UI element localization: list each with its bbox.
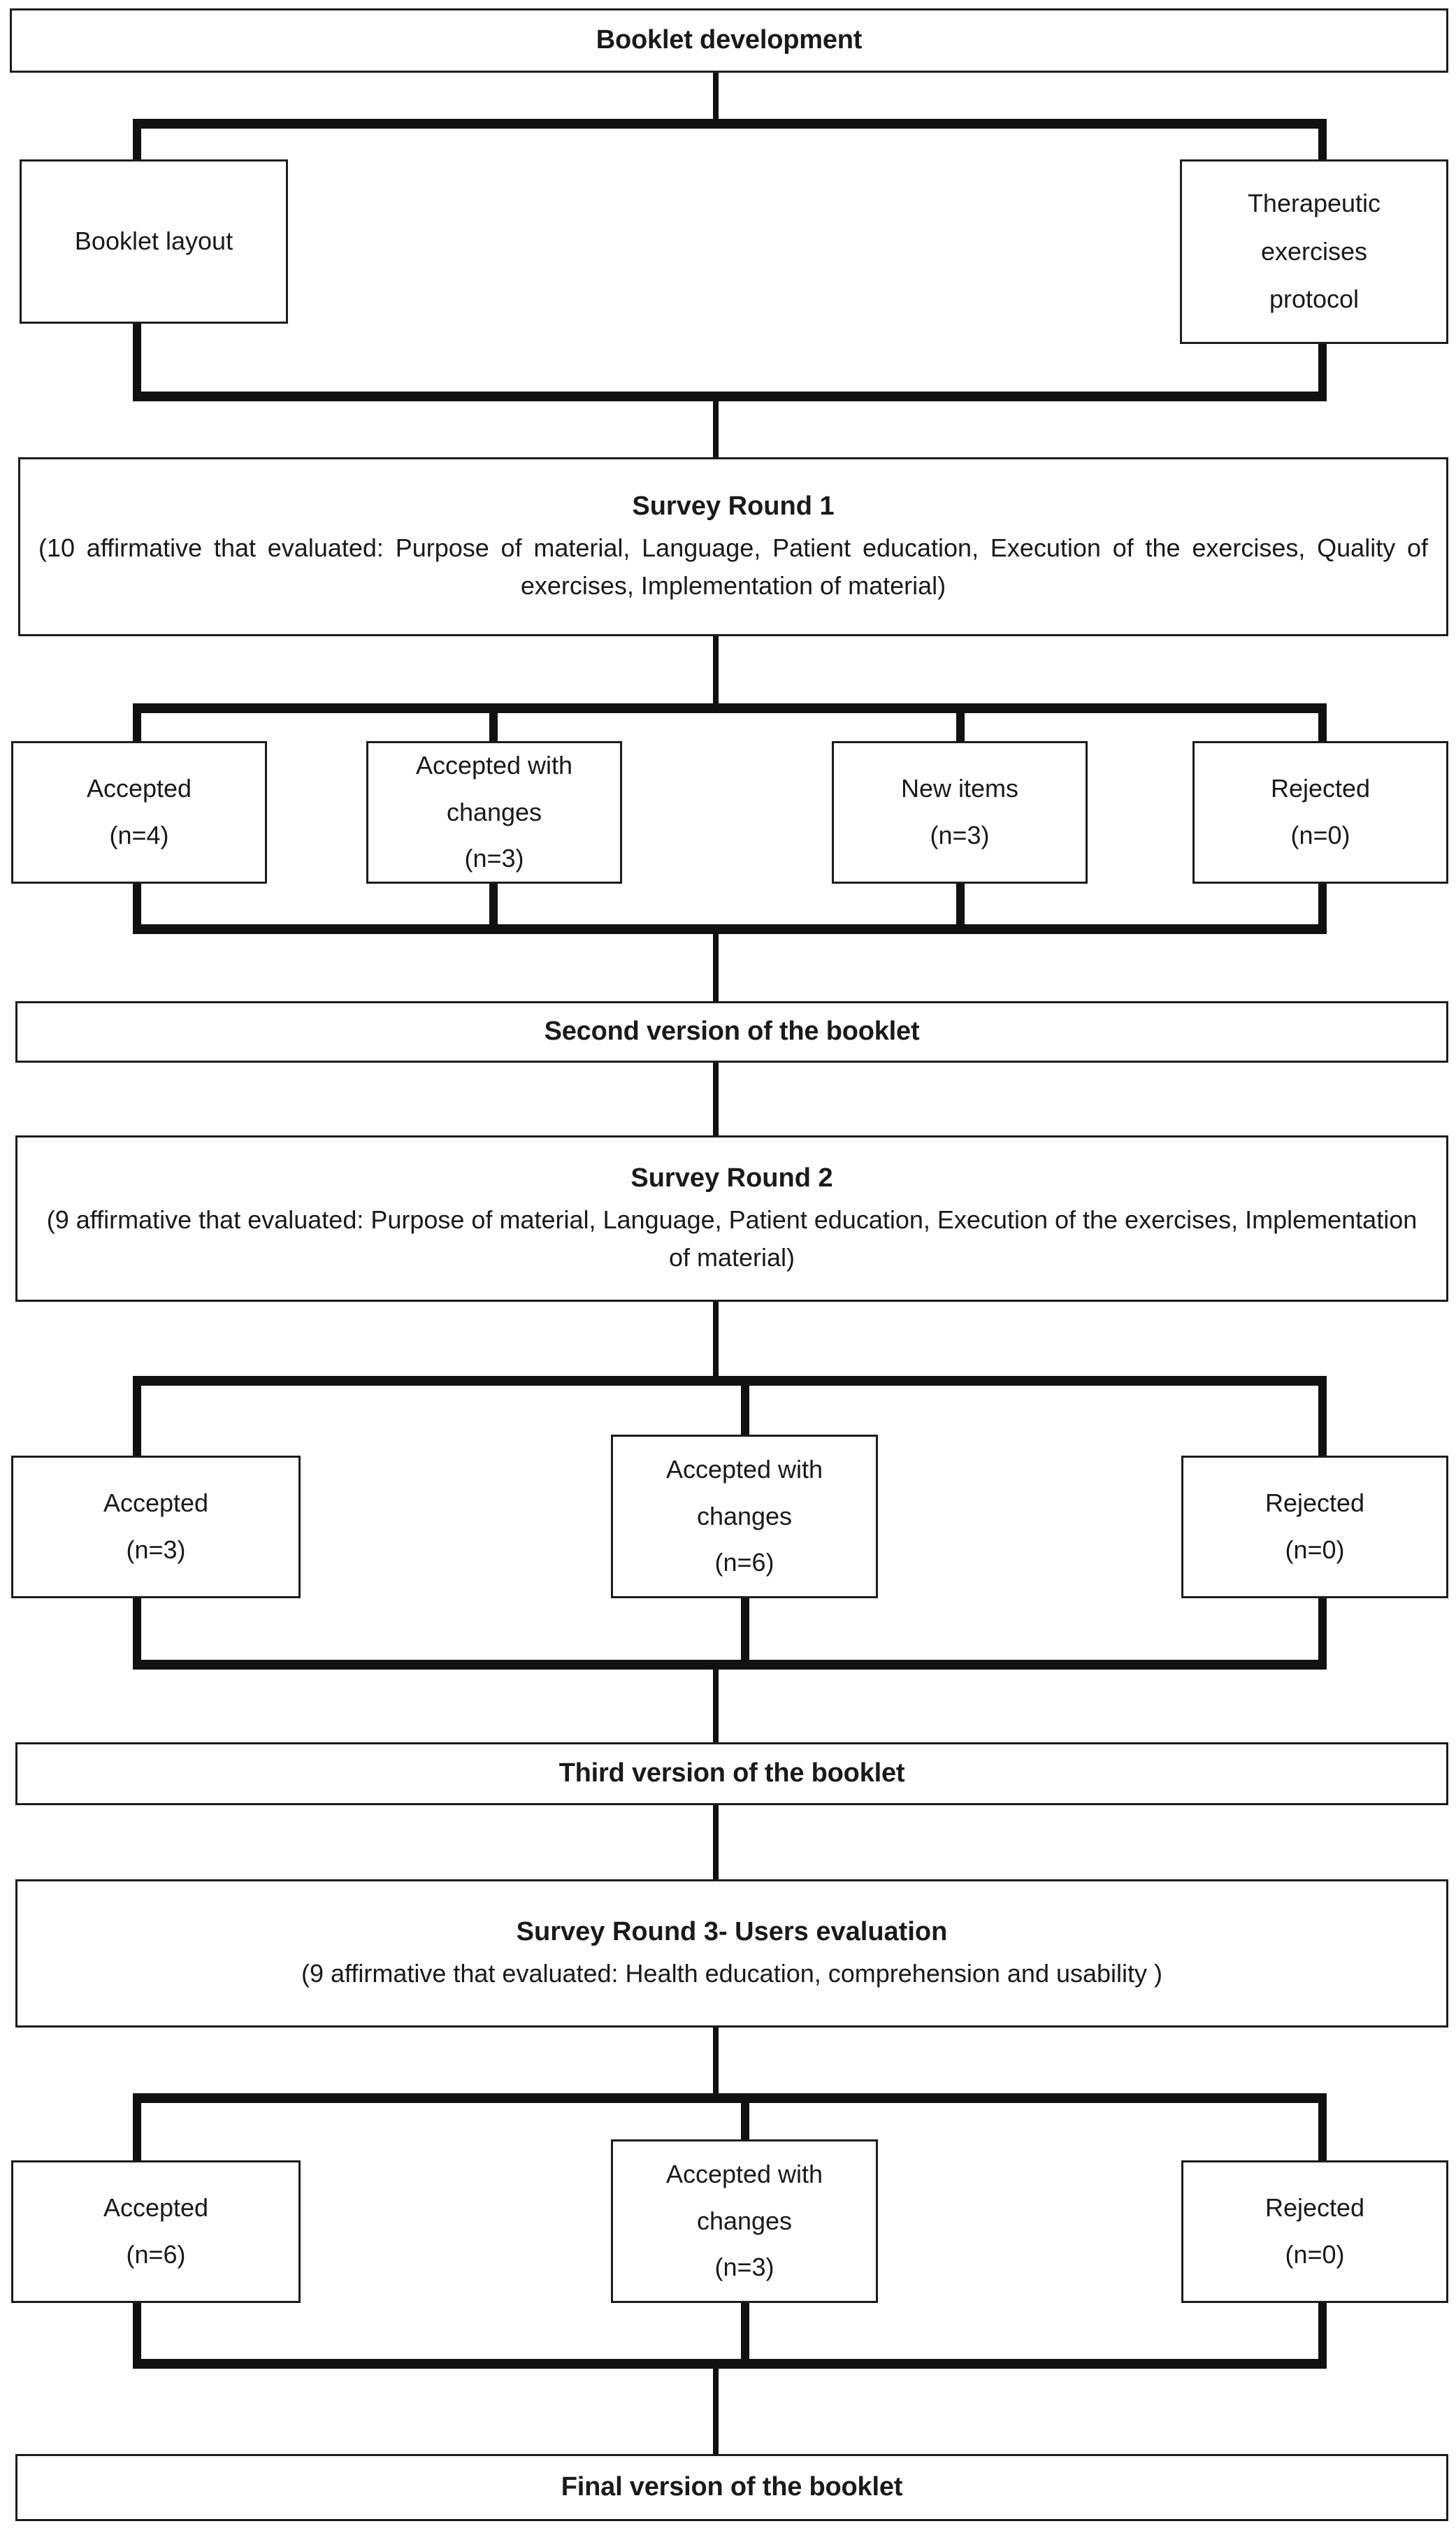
node-survey-round-2-title: Survey Round 2 xyxy=(630,1163,833,1193)
connector-drop-r1-out1 xyxy=(133,703,141,742)
connector-drop-r2-out1 xyxy=(133,1376,141,1457)
connector-bracket-top-2 xyxy=(133,703,1327,713)
connector-rise-r2-out2 xyxy=(741,1597,749,1667)
node-round3-outcome-rejected-count: (n=0) xyxy=(1285,2240,1345,2269)
node-survey-round-1-body: (10 affirmative that evaluated: Purpose … xyxy=(38,533,1428,600)
node-round3-outcome-accepted-label: Accepted xyxy=(103,2193,209,2223)
connector-bracket-bottom-4 xyxy=(133,2359,1327,2369)
connector-drop-r3-out3 xyxy=(1318,2093,1327,2162)
node-round1-outcome-rejected-count: (n=0) xyxy=(1290,821,1350,849)
connector-round3-down xyxy=(713,2026,719,2099)
node-final-version: Final version of the booklet xyxy=(15,2454,1448,2521)
connector-rise-r1-out2 xyxy=(489,882,498,931)
node-round3-outcome-changes-label-line1: Accepted with xyxy=(665,2160,823,2189)
connector-round2-down xyxy=(713,1300,719,1382)
node-booklet-development: Booklet development xyxy=(10,8,1448,73)
node-round1-outcome-rejected-label: Rejected xyxy=(1270,774,1371,803)
connector-rise-r1-out4 xyxy=(1318,882,1327,931)
node-round1-outcome-new-items-count: (n=3) xyxy=(930,821,990,849)
node-therapeutic-line3: protocol xyxy=(1269,285,1360,314)
node-round1-outcome-accepted: Accepted (n=4) xyxy=(11,741,267,884)
connector-bracket-bottom-2 xyxy=(133,924,1327,934)
node-booklet-development-label: Booklet development xyxy=(596,25,863,55)
connector-drop-r1-out2 xyxy=(489,703,498,742)
node-round2-outcome-changes-count: (n=6) xyxy=(714,1548,774,1577)
node-round3-outcome-rejected: Rejected (n=0) xyxy=(1181,2160,1448,2303)
node-round1-outcome-changes-label-line2: changes xyxy=(446,797,542,826)
node-round3-outcome-accepted-with-changes: Accepted with changes (n=3) xyxy=(611,2139,878,2303)
connector-rise-r3-out1 xyxy=(133,2302,141,2366)
node-round3-outcome-changes-count: (n=3) xyxy=(714,2253,774,2282)
node-survey-round-1: Survey Round 1 (10 affirmative that eval… xyxy=(18,457,1448,636)
connector-down-to-third-version xyxy=(713,1660,719,1746)
node-survey-round-2-body: (9 affirmative that evaluated: Purpose o… xyxy=(46,1205,1418,1272)
node-round1-outcome-accepted-label: Accepted xyxy=(86,774,192,803)
node-round2-outcome-accepted: Accepted (n=3) xyxy=(11,1456,301,1598)
connector-drop-r1-out4 xyxy=(1318,703,1327,742)
connector-rise-r3-out2 xyxy=(741,2302,749,2366)
connector-bracket-top-3 xyxy=(133,1376,1327,1386)
connector-drop-r2-out3 xyxy=(1318,1376,1327,1457)
node-round2-outcome-rejected: Rejected (n=0) xyxy=(1181,1456,1448,1598)
node-third-version: Third version of the booklet xyxy=(15,1742,1448,1805)
node-booklet-layout: Booklet layout xyxy=(20,159,288,324)
node-round2-outcome-changes-label-line2: changes xyxy=(696,1501,793,1530)
node-therapeutic-line2: exercises xyxy=(1260,236,1368,266)
connector-drop-left-1 xyxy=(133,119,141,166)
node-booklet-layout-label: Booklet layout xyxy=(74,227,233,256)
connector-bracket-bottom-3 xyxy=(133,1660,1327,1670)
node-round2-outcome-accepted-count: (n=3) xyxy=(126,1535,186,1564)
node-therapeutic-line1: Therapeutic xyxy=(1247,189,1381,218)
node-survey-round-3: Survey Round 3- Users evaluation (9 affi… xyxy=(15,1879,1448,2028)
node-round1-outcome-new-items: New items (n=3) xyxy=(832,741,1088,884)
node-round2-outcome-rejected-label: Rejected xyxy=(1264,1488,1365,1518)
node-round1-outcome-accepted-with-changes: Accepted with changes (n=3) xyxy=(366,741,622,884)
node-round1-outcome-changes-count: (n=3) xyxy=(464,844,524,873)
node-survey-round-3-title: Survey Round 3- Users evaluation xyxy=(516,1917,948,1947)
node-round3-outcome-accepted-count: (n=6) xyxy=(126,2240,186,2269)
connector-rise-r2-out3 xyxy=(1318,1597,1327,1667)
node-survey-round-1-title: Survey Round 1 xyxy=(632,491,835,522)
connector-rise-r1-out3 xyxy=(956,882,965,931)
connector-rise-r2-out1 xyxy=(133,1597,141,1667)
node-round2-outcome-rejected-count: (n=0) xyxy=(1285,1535,1345,1564)
connector-title-down xyxy=(713,73,719,123)
connector-down-to-round1 xyxy=(713,392,719,460)
connector-down-to-final-version xyxy=(713,2359,719,2458)
node-round1-outcome-new-items-label: New items xyxy=(900,774,1019,803)
node-second-version-label: Second version of the booklet xyxy=(544,1017,920,1047)
connector-bracket-top-4 xyxy=(133,2093,1327,2103)
connector-down-to-second-version xyxy=(713,924,719,1004)
connector-rise-r1-out1 xyxy=(133,882,141,931)
node-round3-outcome-rejected-label: Rejected xyxy=(1264,2193,1365,2223)
connector-drop-r1-out3 xyxy=(956,703,965,742)
node-survey-round-3-body: (9 affirmative that evaluated: Health ed… xyxy=(301,1958,1163,1988)
node-third-version-label: Third version of the booklet xyxy=(558,1758,905,1788)
node-second-version: Second version of the booklet xyxy=(15,1001,1448,1063)
connector-bracket-top-1 xyxy=(133,119,1327,129)
node-round1-outcome-accepted-count: (n=4) xyxy=(109,821,169,849)
node-therapeutic-exercises-protocol: Therapeutic exercises protocol xyxy=(1180,159,1448,344)
connector-rise-r3-out3 xyxy=(1318,2302,1327,2366)
connector-rise-right-1 xyxy=(1318,343,1327,400)
node-round1-outcome-rejected: Rejected (n=0) xyxy=(1192,741,1448,884)
connector-drop-right-1 xyxy=(1318,119,1327,166)
node-round2-outcome-changes-label-line1: Accepted with xyxy=(665,1455,823,1484)
node-round2-outcome-accepted-label: Accepted xyxy=(103,1488,209,1518)
connector-third-version-down xyxy=(713,1804,719,1882)
node-round3-outcome-changes-label-line2: changes xyxy=(696,2206,793,2235)
node-final-version-label: Final version of the booklet xyxy=(561,2472,903,2502)
node-survey-round-2: Survey Round 2 (9 affirmative that evalu… xyxy=(15,1135,1448,1302)
connector-second-version-down xyxy=(713,1061,719,1138)
node-round3-outcome-accepted: Accepted (n=6) xyxy=(11,2160,301,2303)
connector-bracket-bottom-1 xyxy=(133,392,1327,401)
connector-rise-left-1 xyxy=(133,323,141,400)
node-round2-outcome-accepted-with-changes: Accepted with changes (n=6) xyxy=(611,1435,878,1598)
connector-round1-down xyxy=(713,635,719,708)
connector-drop-r3-out1 xyxy=(133,2093,141,2162)
node-round1-outcome-changes-label-line1: Accepted with xyxy=(415,751,573,780)
